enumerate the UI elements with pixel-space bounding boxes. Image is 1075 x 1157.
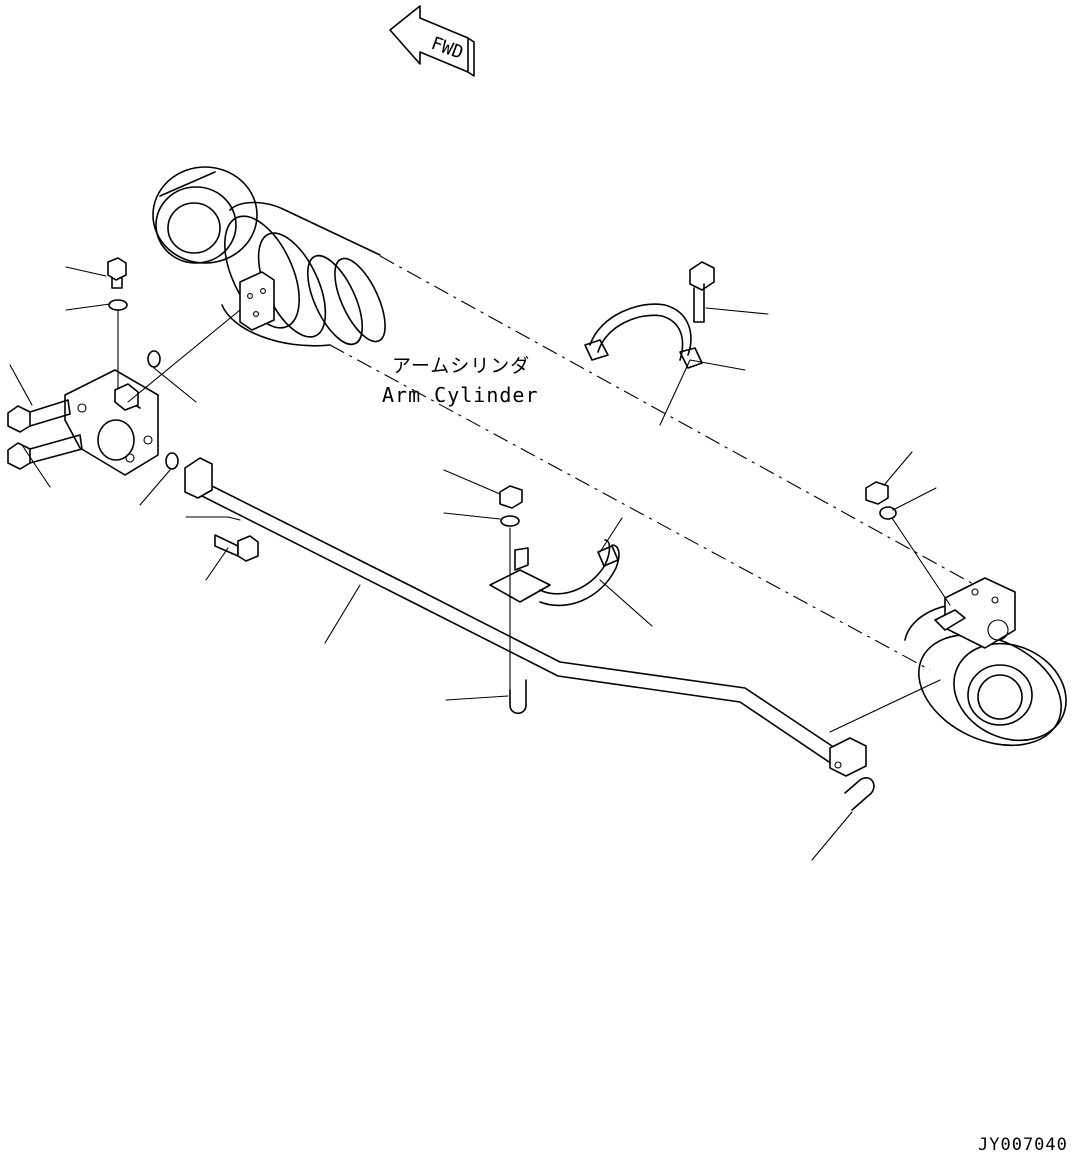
u-bolt-icon bbox=[509, 679, 527, 715]
o-ring-icon bbox=[165, 452, 179, 470]
hex-nut-icon bbox=[865, 481, 889, 505]
part-label-japanese: アームシリンダ bbox=[392, 355, 530, 377]
mounting-bolt-icon bbox=[7, 434, 83, 470]
fwd-label: FWD bbox=[428, 33, 466, 64]
mounting-bolt-icon bbox=[7, 399, 71, 433]
washer-icon bbox=[500, 515, 520, 527]
hex-nut-icon bbox=[499, 485, 523, 509]
valve-block bbox=[64, 369, 159, 476]
washer-icon bbox=[879, 506, 897, 520]
arm-cylinder bbox=[152, 166, 1067, 747]
lower-clamp bbox=[489, 539, 620, 607]
clamp-bolt-icon bbox=[689, 261, 715, 323]
flange-bolt-icon bbox=[214, 534, 259, 562]
o-ring-icon bbox=[147, 350, 161, 368]
u-bolt-icon bbox=[844, 777, 875, 811]
leader-lines bbox=[9, 266, 951, 861]
part-label-english: Arm Cylinder bbox=[382, 383, 539, 407]
hex-bolt-icon bbox=[107, 257, 127, 289]
drawing-code: JY007040 bbox=[978, 1135, 1068, 1155]
o-ring-icon bbox=[108, 299, 128, 311]
fwd-arrow-icon: FWD bbox=[389, 5, 475, 77]
upper-clamp bbox=[584, 303, 703, 369]
hydraulic-pipe bbox=[184, 457, 867, 777]
